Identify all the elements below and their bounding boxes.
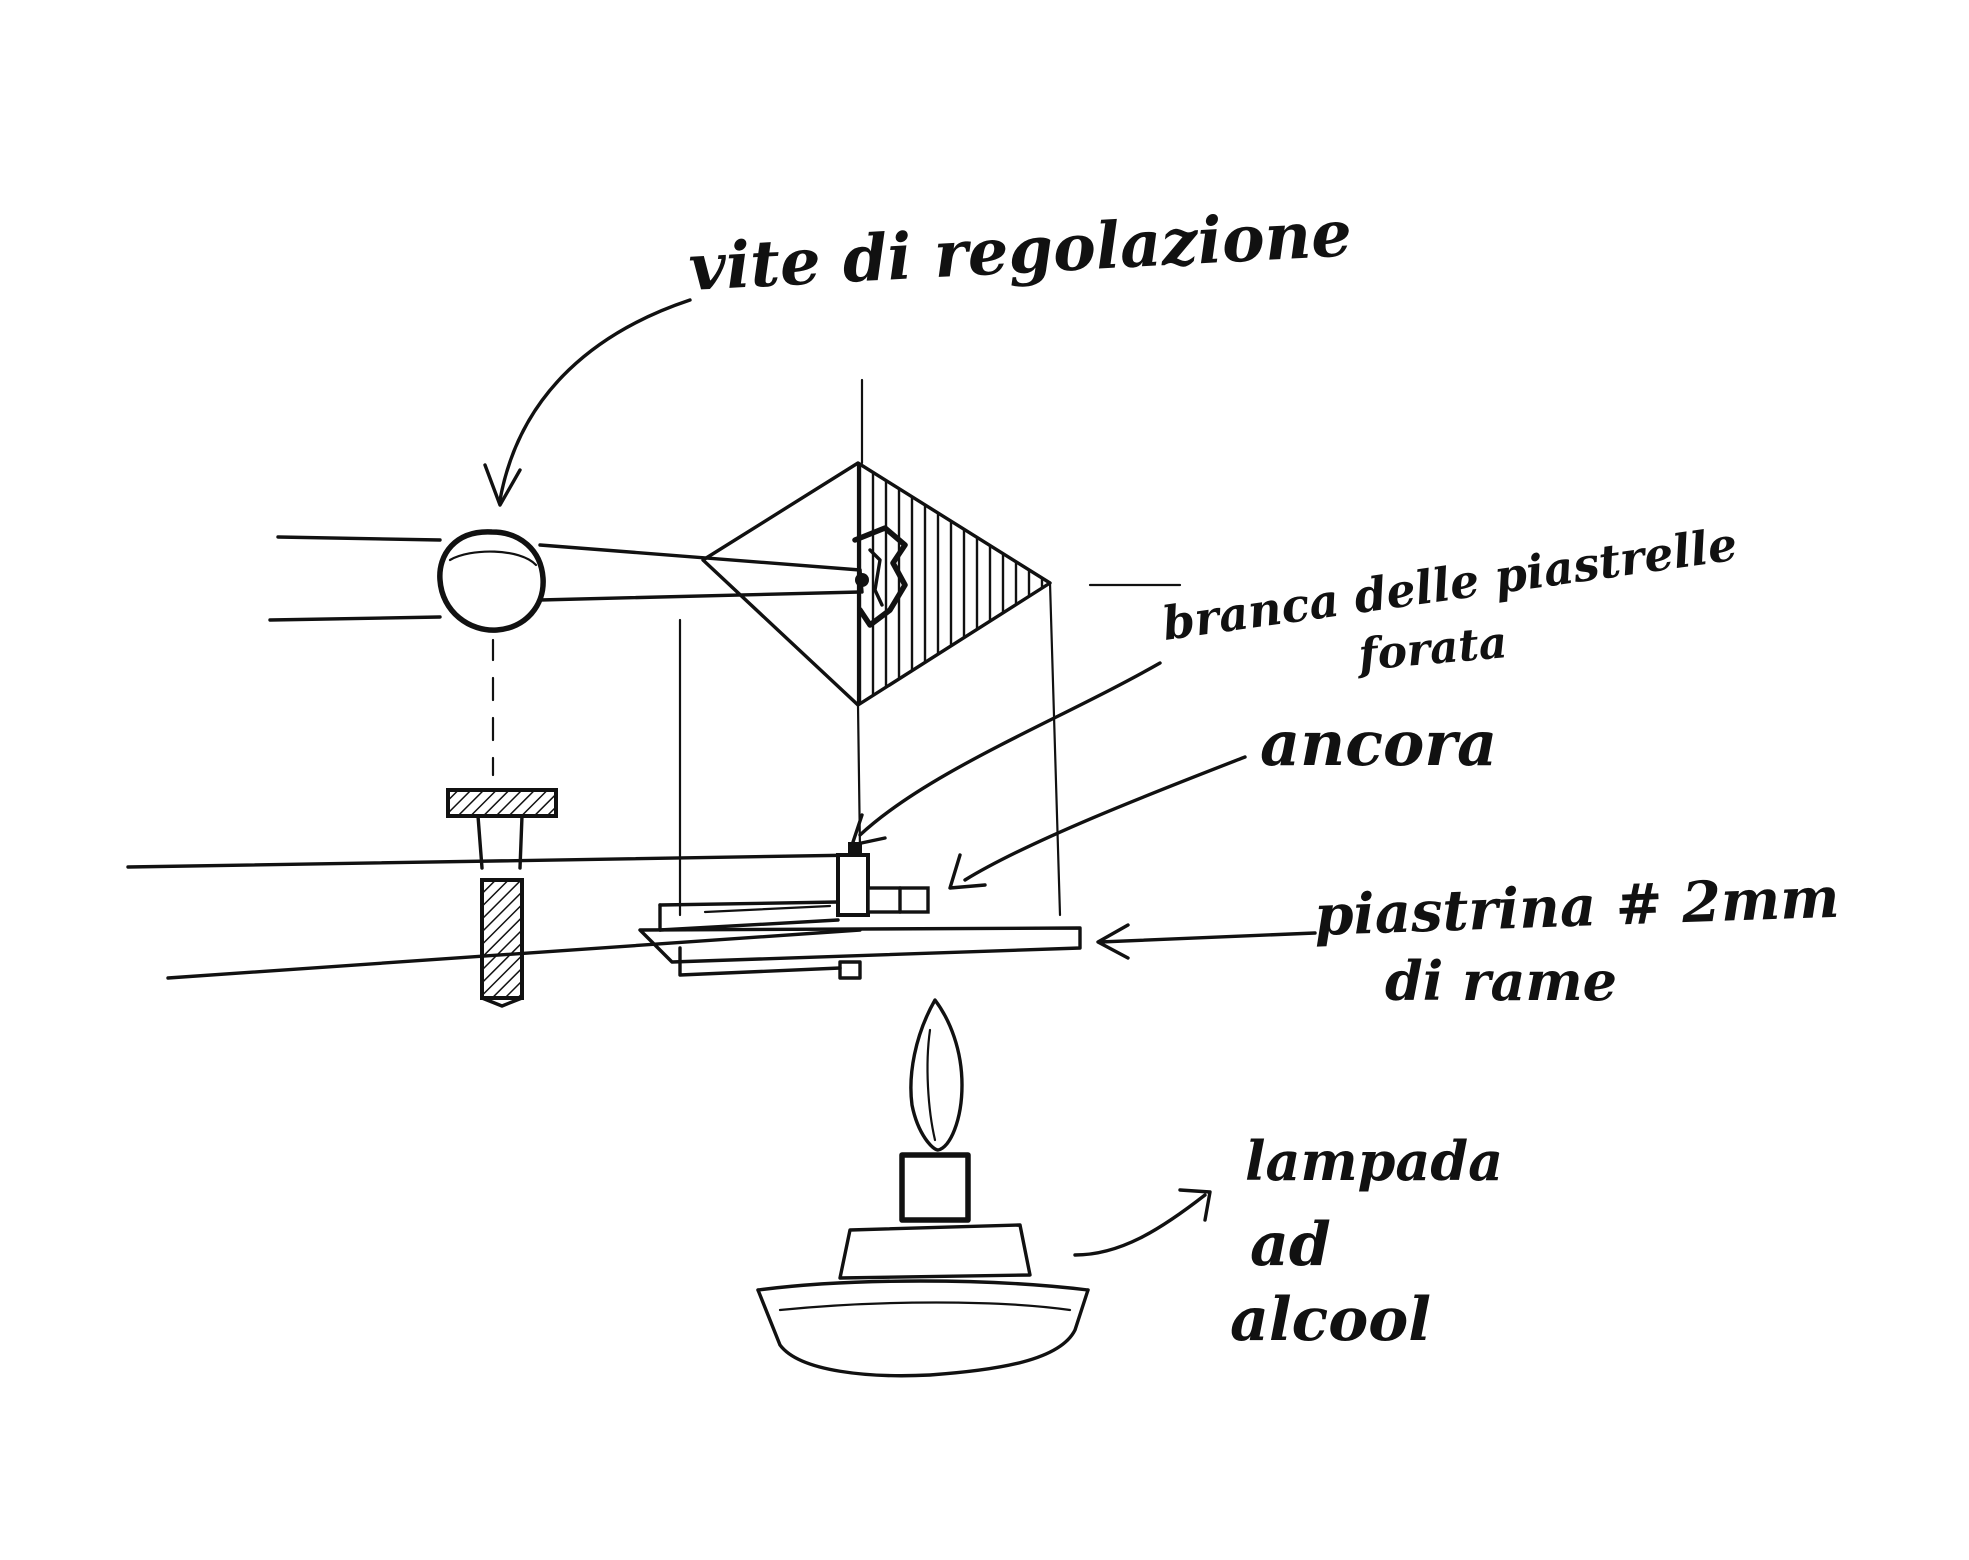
- label-copper-plate-line1: piastrina # 2mm: [1313, 865, 1840, 949]
- tile-clamp-bracket: [852, 525, 908, 628]
- arrow-to-clamp: [850, 661, 1162, 847]
- alcohol-lamp: [756, 998, 1090, 1378]
- clamp-block: [836, 842, 930, 917]
- upper-rod: [268, 535, 864, 622]
- arrow-to-lamp: [1073, 1188, 1212, 1257]
- label-copper-plate-line2: di rame: [1385, 949, 1617, 1013]
- label-tile-clamp-line2: forata: [1354, 617, 1510, 681]
- arrow-to-anchor: [948, 755, 1247, 890]
- arrow-to-screw: [483, 298, 692, 507]
- anchor-arm: [658, 900, 840, 932]
- adjusting-screw: [446, 788, 558, 1008]
- regulating-screw-head: [437, 529, 546, 633]
- porous-tile: [678, 378, 1182, 917]
- label-alcohol-lamp-line2: ad: [1250, 1210, 1331, 1280]
- label-alcohol-lamp-line1: lampada: [1245, 1129, 1503, 1193]
- arrow-to-copper-plate: [1096, 923, 1317, 960]
- copper-plate: [638, 926, 1082, 980]
- label-anchor: ancora: [1260, 707, 1497, 780]
- label-alcohol-lamp-line3: alcool: [1230, 1285, 1431, 1355]
- label-regulating-screw: vite di regolazione: [687, 196, 1354, 306]
